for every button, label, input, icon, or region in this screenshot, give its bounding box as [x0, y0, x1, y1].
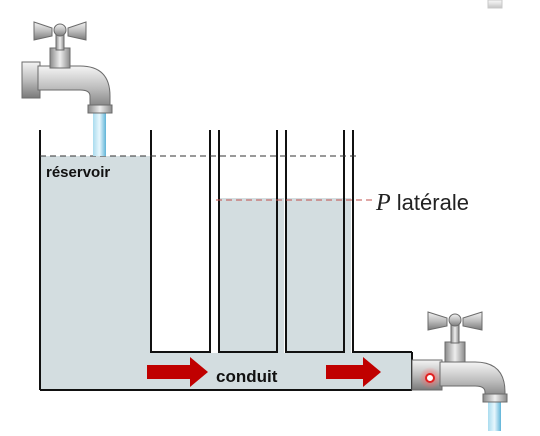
- tube1-water: [219, 198, 284, 353]
- flow-arrow-left: [147, 357, 208, 387]
- pressure-symbol: P: [376, 190, 391, 216]
- bottom-stream: [488, 395, 501, 431]
- tube3-walls: [352, 130, 412, 353]
- faucet-icon: [411, 311, 508, 431]
- tube2-walls: [285, 130, 345, 353]
- tube2-water: [286, 198, 351, 353]
- water-body: [40, 156, 412, 390]
- flow-arrow-right: [326, 357, 381, 387]
- reservoir-right-wall: [150, 130, 211, 353]
- tube1-walls: [218, 130, 278, 353]
- conduit-label: conduit: [216, 367, 278, 386]
- reservoir-label: réservoir: [46, 164, 111, 181]
- tube0-water: [153, 198, 210, 353]
- pressure-word: latérale: [396, 190, 469, 215]
- reservoir-water: [40, 156, 151, 390]
- faucet-icon: [21, 21, 113, 156]
- top-stream: [93, 112, 106, 156]
- faucet-indicator: [425, 373, 435, 383]
- pressure-label: P latérale: [376, 190, 469, 217]
- corner-faucet-icon: [487, 0, 503, 9]
